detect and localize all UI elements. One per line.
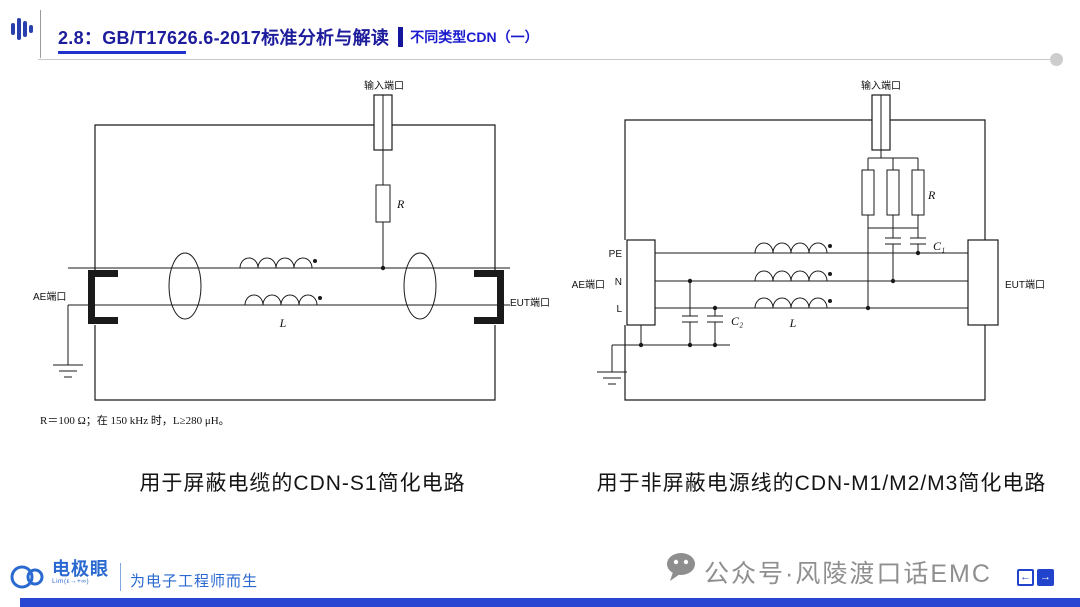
brand-name: 电极眼	[52, 559, 109, 579]
component-values-note: R＝100 Ω；在 150 kHz 时，L≥280 μH。	[40, 414, 230, 427]
cable-loop-ellipses	[168, 252, 437, 320]
ae-terminal-box	[626, 239, 656, 326]
input-port-connector: 输入端口	[364, 79, 404, 185]
caption-cdn-s1: 用于屏蔽电缆的CDN-S1简化电路	[139, 472, 466, 495]
shield-enclosure	[94, 124, 496, 401]
c2-capacitors: C₂	[682, 278, 743, 348]
page-subtitle: 不同类型CDN（一）	[410, 29, 539, 45]
input-port-label: 输入端口	[861, 79, 901, 92]
eut-port-label: EUT端口	[510, 296, 550, 309]
prev-slide-button[interactable]: ←	[1017, 569, 1034, 586]
pulse-icon	[11, 18, 33, 40]
ground-symbol	[53, 305, 83, 378]
inductor-label: L	[279, 316, 287, 330]
brand-slogan: 为电子工程师而生	[130, 573, 259, 590]
pe-wire-label: PE	[609, 249, 623, 260]
resistor-network: R	[861, 157, 936, 229]
header-rule	[38, 59, 1062, 60]
eut-terminal-box	[967, 239, 999, 326]
header-divider	[40, 10, 41, 58]
ae-port-label: AE端口	[572, 278, 605, 291]
brand-logo-icon	[10, 565, 44, 589]
cable-conductors	[68, 267, 510, 306]
page-title: 2.8：GB/T17626.6-2017标准分析与解读	[58, 28, 390, 48]
eut-connector	[474, 270, 504, 324]
title-underline	[58, 51, 186, 54]
c2-label: C₂	[731, 314, 743, 328]
injection-resistor: R	[375, 184, 405, 271]
header: 2.8：GB/T17626.6-2017标准分析与解读 不同类型CDN（一）	[58, 24, 539, 50]
ae-port-label: AE端口	[33, 290, 66, 303]
brand-divider	[120, 563, 121, 591]
cdn-m-schematic: 输入端口 R	[572, 79, 1045, 401]
next-slide-button[interactable]: →	[1037, 569, 1054, 586]
ground-bus-and-symbol	[597, 325, 730, 385]
brand-subtext: Lim(ε→+∞)	[52, 577, 90, 585]
c1-label: C₁	[933, 239, 945, 253]
title-separator-bar	[398, 27, 404, 47]
input-port-connector: 输入端口	[861, 79, 901, 158]
c1-capacitors: C₁	[865, 228, 945, 311]
scroll-indicator-dot[interactable]	[1050, 53, 1063, 66]
wechat-icon	[667, 553, 695, 581]
enclosure	[624, 119, 986, 401]
caption-cdn-m: 用于非屏蔽电源线的CDN-M1/M2/M3简化电路	[596, 472, 1047, 495]
l-wire-label: L	[616, 304, 622, 315]
resistor-label: R	[927, 188, 936, 202]
line-conductors	[655, 252, 968, 309]
ae-connector	[88, 270, 118, 324]
brand-block: 电极眼 Lim(ε→+∞)	[52, 560, 109, 586]
bottom-accent-bar	[20, 598, 1080, 607]
input-port-label: 输入端口	[364, 79, 404, 92]
resistor-label: R	[396, 197, 405, 211]
eut-port-label: EUT端口	[1005, 278, 1045, 291]
coupling-inductor: L	[239, 257, 322, 330]
cdn-s1-schematic: 输入端口 R L	[33, 79, 550, 427]
inductor-label: L	[789, 316, 797, 330]
watermark-text: 公众号·风陵渡口话EMC	[704, 560, 992, 588]
n-wire-label: N	[615, 277, 622, 288]
coupling-inductors: L	[754, 242, 832, 330]
